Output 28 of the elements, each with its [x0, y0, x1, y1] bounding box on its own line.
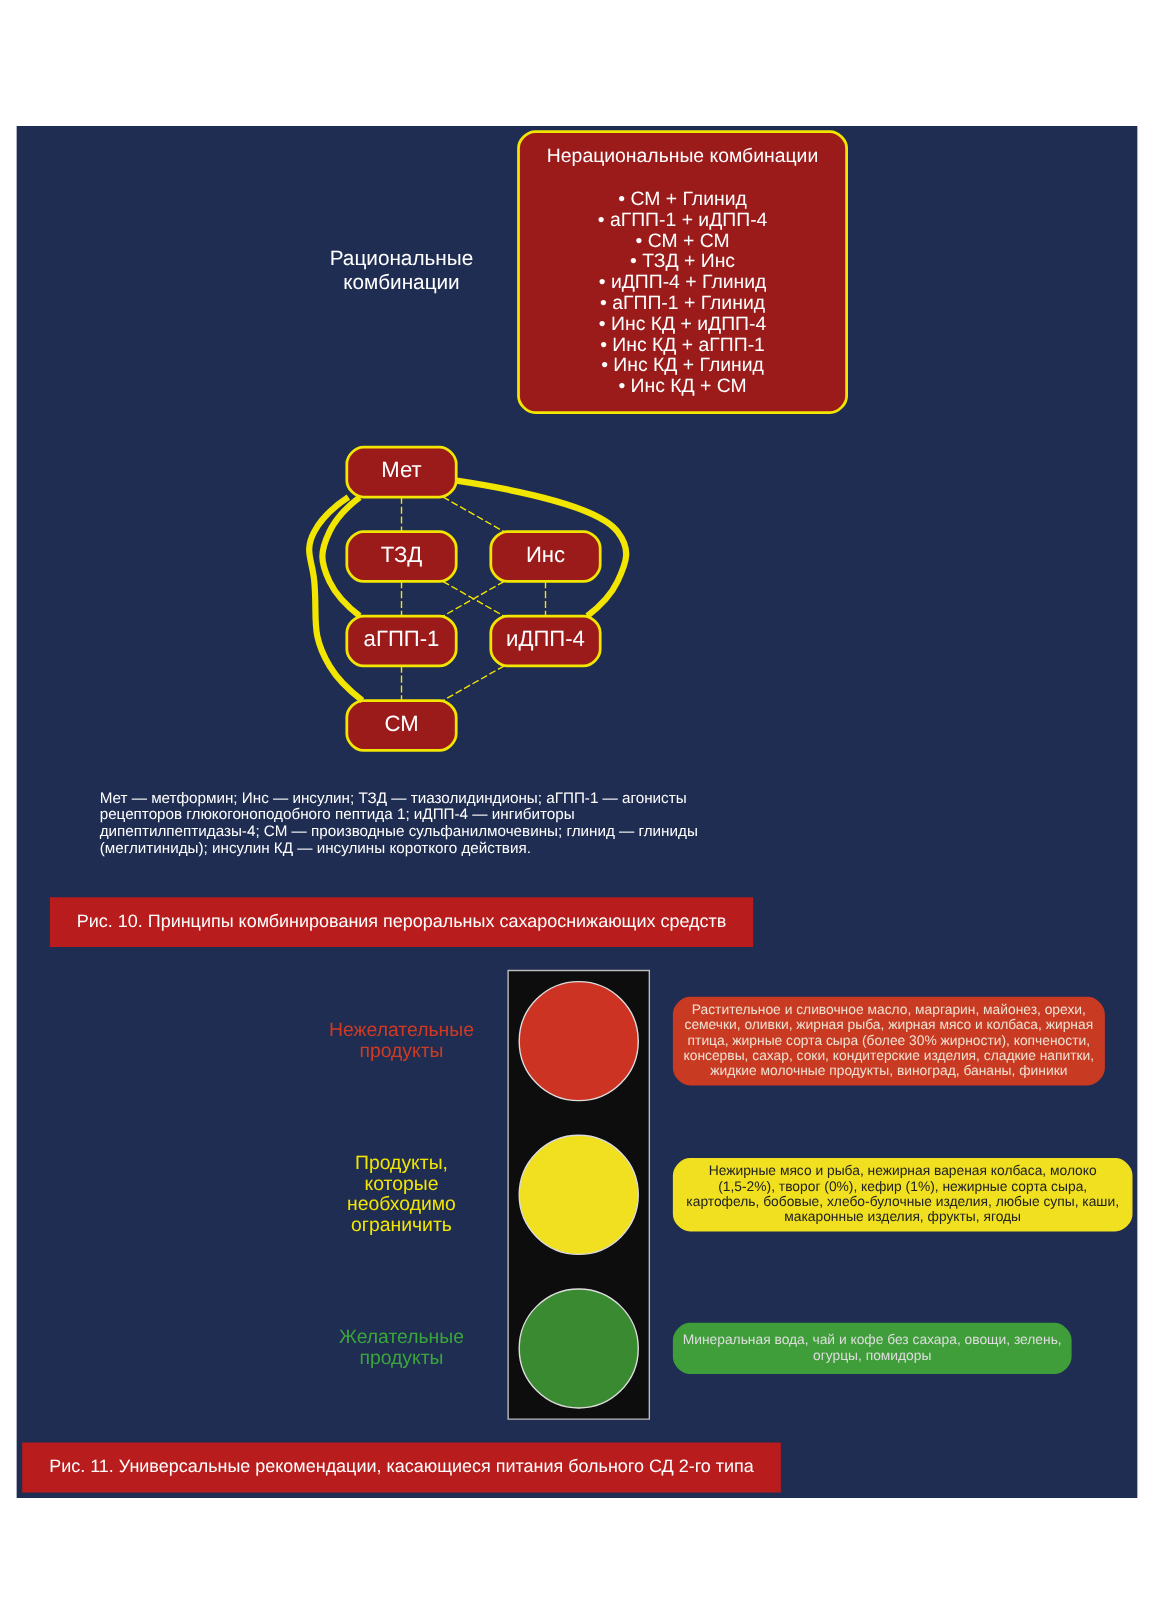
node-box: СМ	[345, 698, 458, 751]
connector	[442, 664, 505, 701]
connector	[456, 476, 630, 618]
node-box: Нерациональные комбинации • СМ + Глинид • аГПП-1 + иДПП-4 • СМ + СМ • ТЗД + Инс • иДПП-4 + Глинид • аГПП-1 + Глинид • Инс КД + иДПП-4 • Инс КД + аГПП-1 • Инс КД + Глинид • Инс КД + СМ	[517, 129, 848, 413]
connector	[400, 579, 403, 616]
connector	[400, 495, 403, 532]
node-circle	[518, 1287, 639, 1408]
label: Рациональные комбинации	[329, 248, 474, 294]
connector	[544, 579, 547, 616]
connector	[442, 579, 505, 616]
label: Мет — метформин; Инс — инсулин; ТЗД — тиазолидиндионы; аГПП-1 — агонисты рецепторов глюкогоноподобного пептида 1; иДПП-4 — ингибиторы дипептилпептидазы-4; СМ — производные сульфанилмочевины; глинид — глиниды (меглитиниды); инсулин КД — инсулины короткого действия.	[99, 787, 698, 856]
node-circle	[518, 1133, 639, 1255]
node-box: ТЗД	[345, 529, 458, 582]
node-circle	[518, 979, 639, 1101]
connector	[319, 493, 362, 618]
label: Рис. 11. Универсальные рекомендации, касающиеся питания больного СД 2-го типа	[49, 1455, 754, 1476]
cluster	[507, 968, 651, 1419]
connector	[442, 495, 505, 532]
node-box: Инс	[489, 529, 602, 582]
connector	[400, 664, 403, 700]
connector	[306, 493, 365, 702]
node-box: аГПП-1	[345, 613, 458, 667]
node-box: Мет	[345, 444, 458, 498]
label: Нежелательные продукты	[329, 1018, 474, 1062]
label: Рис. 10. Принципы комбинирования пероральных сахароснижающих средств	[76, 909, 727, 930]
label: Продукты, которые необходимо ограничить	[347, 1151, 456, 1237]
node-box: иДПП-4	[489, 613, 602, 667]
label: Желательные продукты	[339, 1326, 465, 1369]
